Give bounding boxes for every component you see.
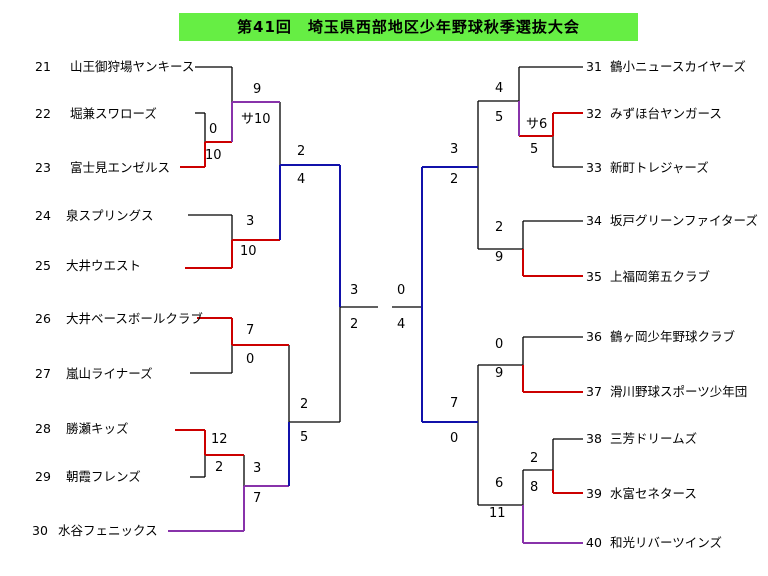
score: サ6 (526, 117, 548, 132)
team-name: 大井ベースボールクラブ (66, 311, 203, 326)
team-name: 滑川野球スポーツ少年団 (610, 384, 748, 399)
score: 0 (397, 283, 406, 298)
score: 2 (530, 451, 539, 466)
score: 3 (450, 142, 459, 157)
team-num: 23 (35, 160, 51, 175)
team-name: 鶴小ニュースカイヤーズ (610, 59, 746, 74)
team-num: 36 (586, 329, 602, 344)
team-num: 30 (32, 523, 48, 538)
team-name: 朝霞フレンズ (66, 469, 141, 484)
score: 4 (397, 317, 406, 332)
team-num: 34 (586, 213, 602, 228)
team-num: 40 (586, 535, 602, 550)
team-num: 32 (586, 106, 602, 121)
score: 2 (215, 460, 224, 475)
team-name: 泉スプリングス (66, 208, 154, 223)
score: 5 (495, 110, 504, 125)
score: 8 (530, 480, 539, 495)
team-num: 21 (35, 59, 51, 74)
score: 2 (495, 220, 504, 235)
score: 7 (246, 323, 255, 338)
team-name: 堀兼スワローズ (70, 106, 157, 121)
team-name: 上福岡第五クラブ (610, 269, 711, 284)
score: 3 (350, 283, 359, 298)
team-name: 嵐山ライナーズ (66, 366, 153, 381)
score: 6 (495, 476, 504, 491)
score: 9 (495, 250, 504, 265)
team-name: 勝瀬キッズ (66, 421, 129, 436)
team-num: 37 (586, 384, 602, 399)
score: 7 (253, 491, 262, 506)
team-num: 39 (586, 486, 602, 501)
team-name: 新町トレジャーズ (610, 160, 709, 175)
team-num: 25 (35, 258, 51, 273)
score: 9 (495, 366, 504, 381)
score: 3 (246, 214, 255, 229)
score: 2 (350, 317, 359, 332)
team-num: 29 (35, 469, 51, 484)
score: 10 (240, 244, 257, 259)
score: サ10 (241, 112, 271, 127)
score: 2 (297, 144, 306, 159)
team-name: 鶴ヶ岡少年野球クラブ (610, 329, 736, 344)
tournament-title: 第41回 埼玉県西部地区少年野球秋季選抜大会 (179, 13, 638, 41)
score: 5 (530, 142, 539, 157)
team-name: 水谷フェニックス (58, 523, 158, 538)
score: 11 (489, 506, 506, 521)
score: 4 (495, 81, 504, 96)
score: 2 (450, 172, 459, 187)
score: 10 (205, 148, 222, 163)
team-name: 坂戸グリーンファイターズ (610, 213, 758, 228)
team-name: みずほ台ヤンガース (610, 106, 722, 121)
score: 0 (495, 337, 504, 352)
score: 5 (300, 430, 309, 445)
team-num: 22 (35, 106, 51, 121)
team-num: 27 (35, 366, 51, 381)
team-num: 24 (35, 208, 51, 223)
team-name: 大井ウエスト (66, 258, 142, 273)
team-num: 28 (35, 421, 51, 436)
team-name: 三芳ドリームズ (610, 431, 698, 446)
score: 3 (253, 461, 262, 476)
team-name: 和光リバーツインズ (610, 535, 723, 550)
team-num: 35 (586, 269, 602, 284)
score: 12 (211, 432, 228, 447)
team-num: 38 (586, 431, 602, 446)
score: 4 (297, 172, 306, 187)
team-name: 富士見エンゼルス (70, 160, 171, 175)
team-name: 山王御狩場ヤンキース (70, 59, 195, 74)
score: 0 (246, 352, 255, 367)
team-num: 31 (586, 59, 602, 74)
score: 7 (450, 396, 459, 411)
team-name: 水富セネタース (610, 486, 697, 501)
score: 0 (450, 431, 459, 446)
score: 0 (209, 122, 218, 137)
score: 9 (253, 82, 262, 97)
team-num: 26 (35, 311, 51, 326)
team-num: 33 (586, 160, 602, 175)
score: 2 (300, 397, 309, 412)
